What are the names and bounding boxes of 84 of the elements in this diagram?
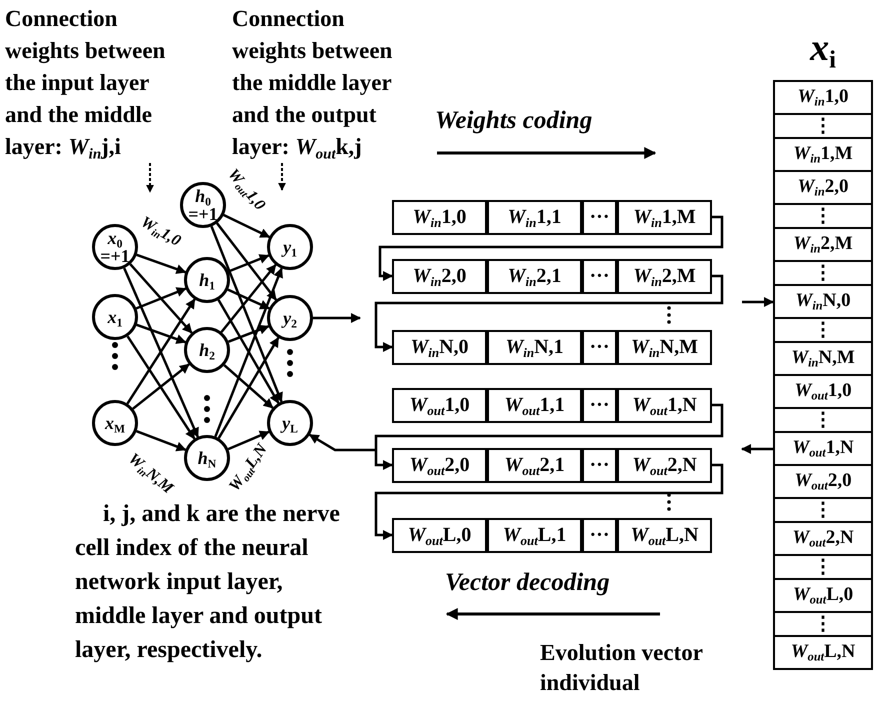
- matrix-cell: ···: [582, 259, 617, 294]
- matrix-cell: W$_{in}$N,0: [392, 330, 487, 365]
- arrow: [223, 214, 270, 238]
- matrix-cell: W$_{out}$2,0: [392, 448, 487, 483]
- matrix-cell: W$_{in}$2,0: [392, 259, 487, 294]
- vector-cell: W$_{in}$1,M: [773, 136, 873, 172]
- matrix-cell: ···: [582, 448, 617, 483]
- arrow: [217, 299, 280, 404]
- arrow: [129, 263, 193, 334]
- matrix-cell: ···: [582, 330, 617, 365]
- neuron-circle: h$_{2}$: [184, 327, 230, 373]
- neuron-circle: x$_{1}$: [92, 294, 138, 340]
- annotation-text: Connection weights between the middle layer and the output layer: W$_{out}$k,j: [232, 3, 418, 163]
- matrix-cell: W$_{out}$L,N: [617, 518, 712, 553]
- vector-cell: W$_{out}$L,N: [773, 634, 873, 670]
- leader-line: [146, 163, 154, 193]
- matrix-cell: W$_{out}$1,N: [617, 388, 712, 423]
- matrix-cell: W$_{in}$1,0: [392, 200, 487, 235]
- matrix-cell: W$_{in}$2,1: [487, 259, 582, 294]
- matrix-cell: ···: [582, 200, 617, 235]
- arrow: [228, 324, 270, 343]
- vector-heading: x$_{i}$: [808, 26, 837, 74]
- arrow: [136, 254, 186, 274]
- vector-cell: W$_{in}$1,0: [773, 80, 873, 115]
- arrow: [126, 298, 196, 404]
- arrow: [223, 364, 274, 409]
- vector-cell: W$_{out}$2,0: [773, 464, 873, 499]
- arrow: [218, 336, 280, 439]
- neuron-circle: y$_{2}$: [267, 295, 313, 341]
- arrow: [374, 274, 724, 352]
- neuron-circle: y$_{L}$: [267, 400, 313, 446]
- vector-cell: W$_{in}$N,M: [773, 340, 873, 376]
- neuron-circle: h$_{N}$: [184, 435, 230, 481]
- vector-cell: W$_{out}$2,N: [773, 520, 873, 556]
- matrix-cell: W$_{out}$L,0: [392, 518, 487, 553]
- leader-line: [278, 163, 286, 191]
- vector-caption: Evolution vector individual: [540, 639, 704, 697]
- arrow: [374, 404, 724, 470]
- arrow: [136, 324, 186, 344]
- vector-decoding-label: Vector decoding: [445, 568, 611, 598]
- matrix-cell: W$_{in}$1,M: [617, 200, 712, 235]
- arrow: [228, 254, 270, 273]
- matrix-cell: ···: [582, 518, 617, 553]
- arrow: [742, 297, 774, 307]
- neuron-circle: h$_{1}$: [184, 257, 230, 303]
- matrix-cell: W$_{out}$2,N: [617, 448, 712, 483]
- arrow: [123, 268, 199, 438]
- neuron-circle: h$_{0}$ =+1: [180, 182, 226, 228]
- matrix-cell: W$_{in}$1,1: [487, 200, 582, 235]
- vector-cell: W$_{in}$N,0: [773, 284, 873, 319]
- matrix-cell: W$_{out}$1,1: [487, 388, 582, 423]
- arrow: [220, 264, 277, 333]
- arrow: [132, 363, 190, 410]
- vector-cell: W$_{out}$L,0: [773, 578, 873, 613]
- arrow: [210, 226, 283, 403]
- arrow: [378, 216, 724, 281]
- matrix-cell: W$_{out}$2,1: [487, 448, 582, 483]
- neuron-circle: x$_{M}$: [92, 400, 138, 446]
- arrow: [214, 267, 283, 438]
- arrow: [227, 288, 270, 310]
- arrow: [374, 464, 724, 540]
- arrow: [308, 434, 376, 452]
- annotation-text: Connection weights between the input layer and the middle layer: W$_{in}$j,i: [5, 3, 191, 163]
- weights-coding-label: Weights coding: [435, 106, 594, 136]
- arrow: [136, 430, 186, 452]
- arrow: [228, 430, 270, 450]
- matrix-cell: W$_{in}$N,1: [487, 330, 582, 365]
- vector-cell: W$_{out}$1,N: [773, 430, 873, 466]
- neuron-circle: x$_{0}$ =+1: [92, 224, 138, 270]
- arrow: [216, 222, 277, 301]
- vector-cell: W$_{in}$2,0: [773, 170, 873, 205]
- arrow: [741, 444, 773, 454]
- matrix-cell: W$_{in}$2,M: [617, 259, 712, 294]
- note-text: i, j, and k are the nerve cell index of the neural network input layer, middle layer and output layer, respectively.: [75, 500, 341, 665]
- arrow: [313, 313, 361, 323]
- arrow: [136, 287, 187, 310]
- matrix-cell: ···: [582, 388, 617, 423]
- neuron-circle: y$_{1}$: [267, 224, 313, 270]
- matrix-cell: W$_{in}$N,M: [617, 330, 712, 365]
- arrow: [126, 336, 196, 440]
- vector-cell: W$_{in}$2,M: [773, 226, 873, 262]
- vector-cell: W$_{out}$1,0: [773, 374, 873, 409]
- matrix-cell: W$_{out}$1,0: [392, 388, 487, 423]
- matrix-cell: W$_{out}$L,1: [487, 518, 582, 553]
